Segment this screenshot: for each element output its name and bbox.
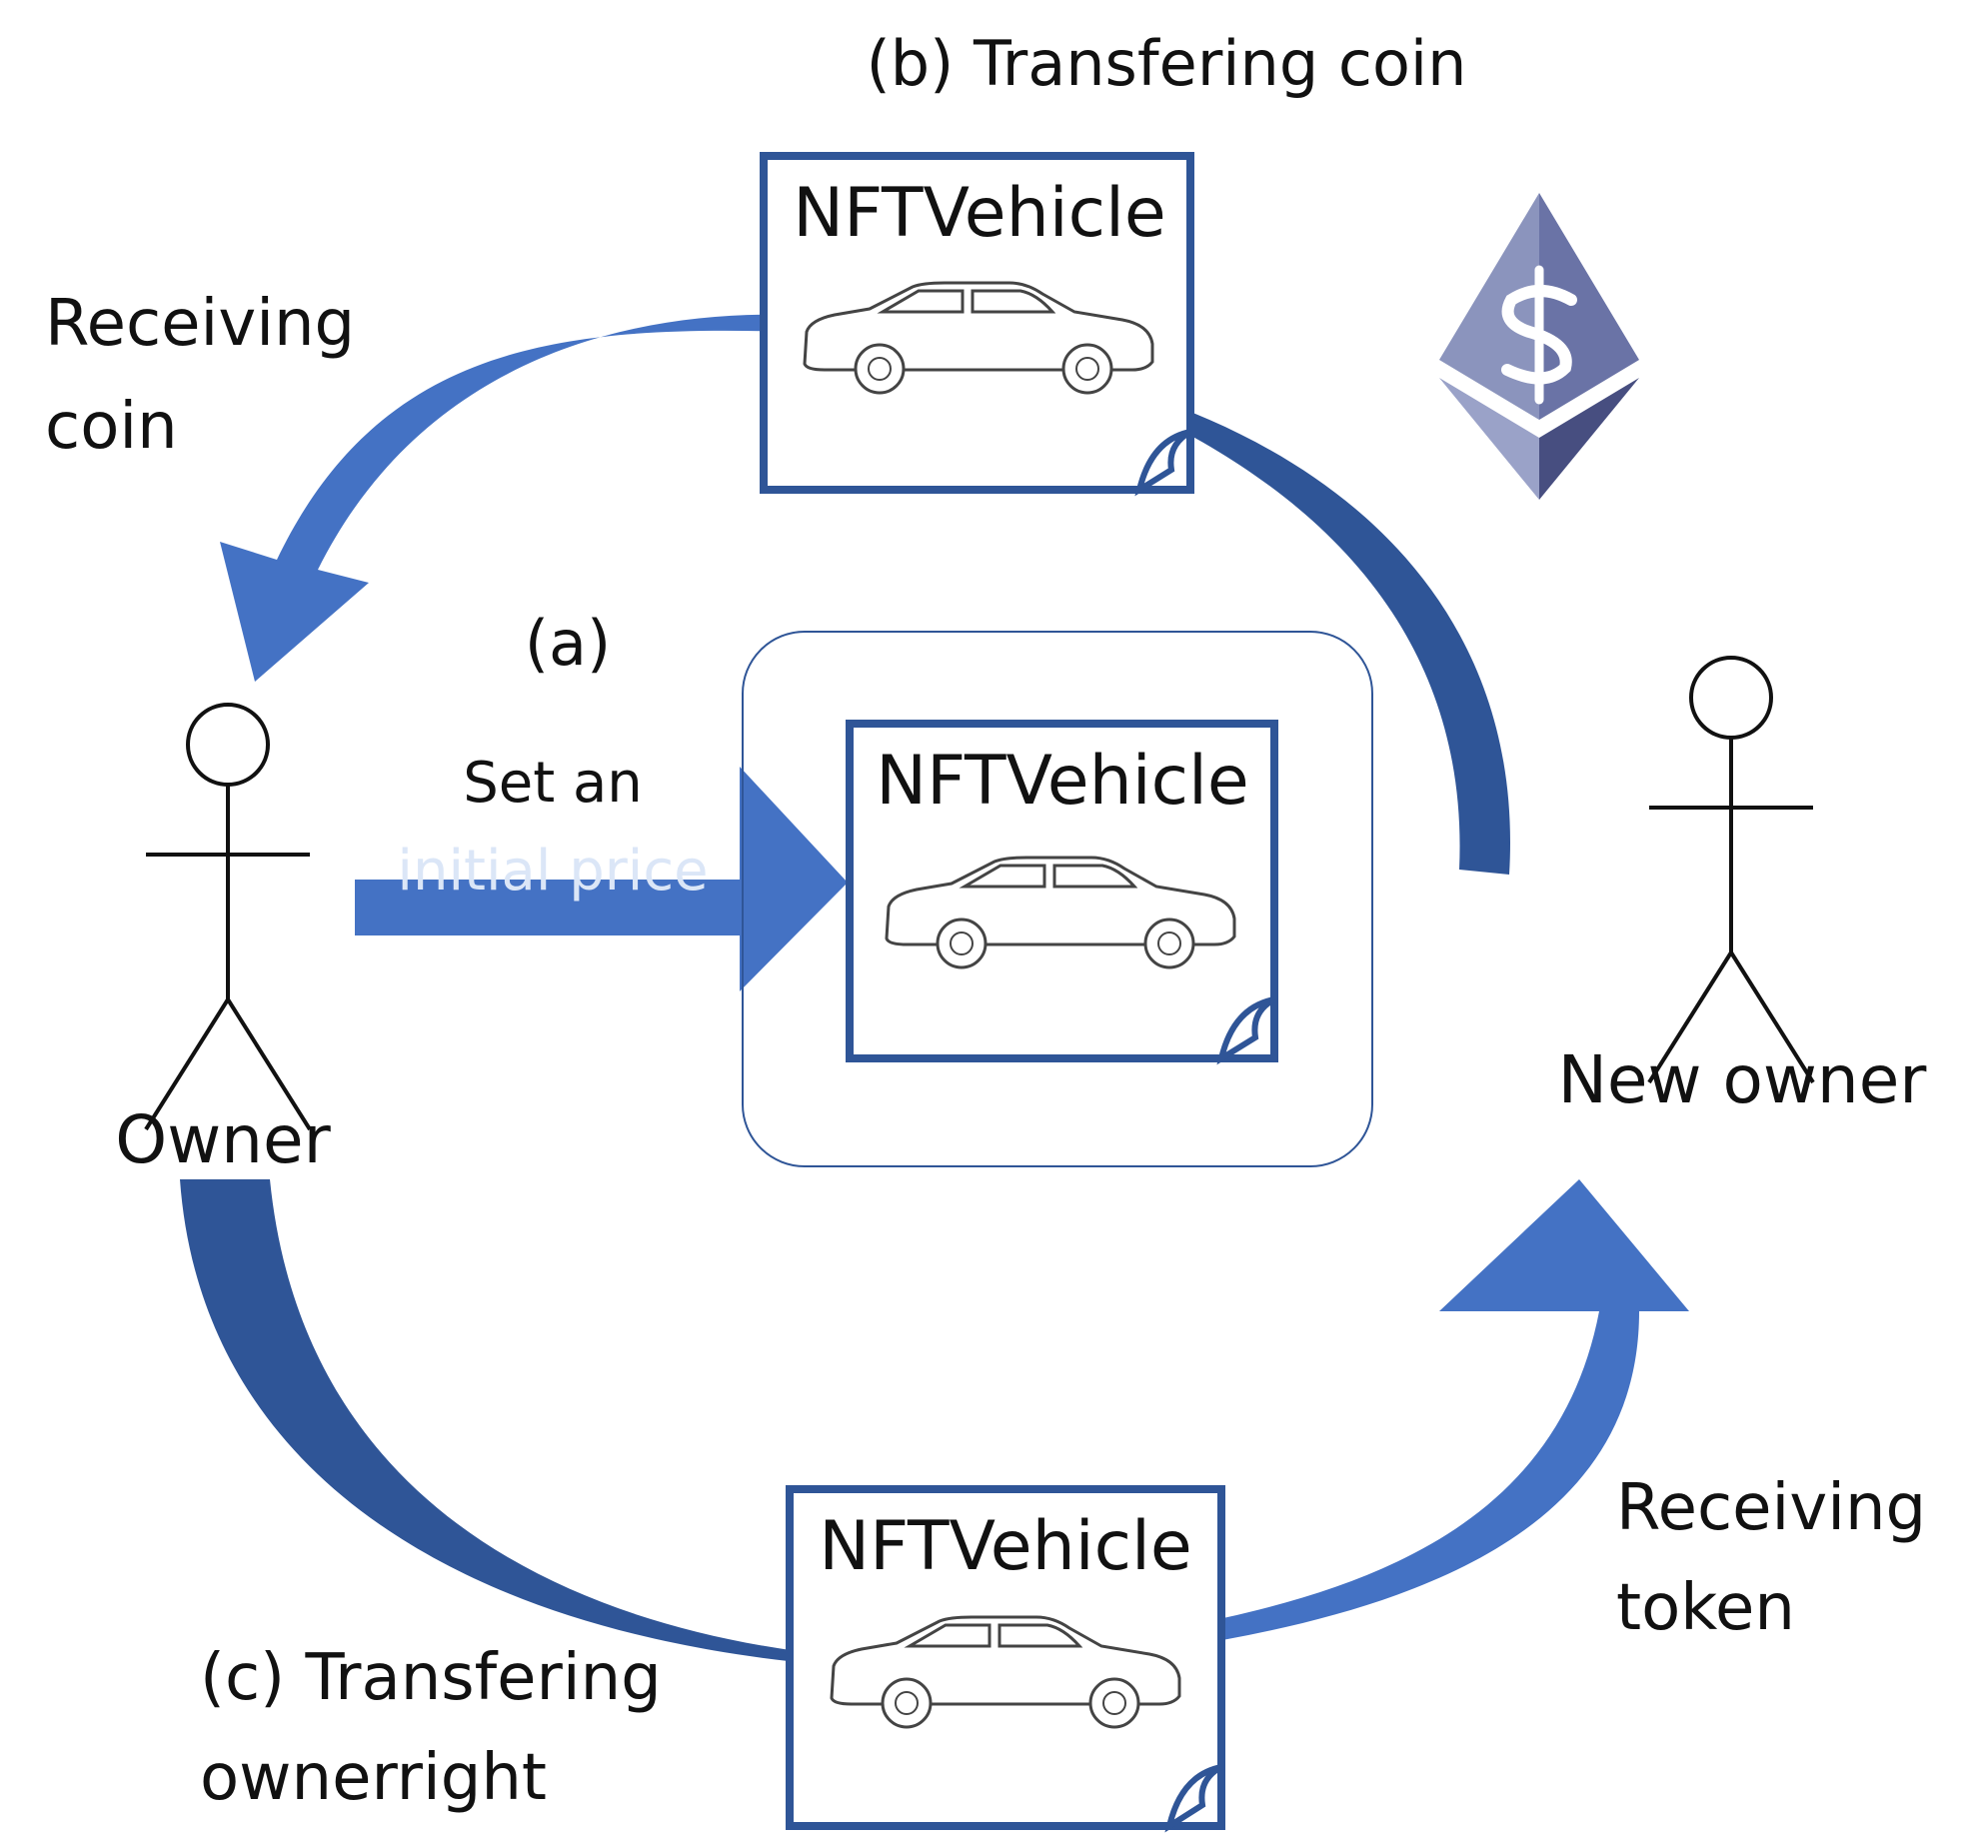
nft-token-transfer-coin: NFTVehicle: [760, 152, 1194, 497]
receiving-coin-label-line1: Receiving: [45, 287, 355, 361]
set-price-label-line1: Set an: [463, 751, 643, 816]
set-price-arrow: [355, 767, 848, 991]
owner-stick-figure-icon: [144, 703, 312, 1131]
token-title: NFTVehicle: [876, 742, 1249, 821]
listing-panel: [742, 631, 1373, 1167]
page-curl-icon: [1134, 429, 1192, 497]
set-price-label-line2: initial price: [397, 839, 708, 904]
token-title: NFTVehicle: [793, 174, 1166, 253]
receiving-coin-arrow: [220, 314, 793, 682]
transferring-ownerright-arrow: [180, 1179, 820, 1664]
page-curl-icon: [1216, 996, 1276, 1065]
step-a-label: (a): [525, 607, 611, 680]
transfer-ownerright-label-line2: ownerright: [200, 1741, 547, 1815]
page-curl-icon: [1164, 1764, 1223, 1833]
transfer-ownerright-label-line1: (c) Transfering: [200, 1641, 662, 1715]
nft-token-transfer-ownerright: NFTVehicle: [786, 1485, 1225, 1833]
transfer-coin-label: (b) Transfering coin: [867, 27, 1467, 100]
receiving-coin-label-line2: coin: [45, 390, 178, 464]
nft-token-listed: NFTVehicle: [846, 720, 1278, 1065]
owner-label: Owner: [115, 1101, 331, 1178]
receiving-token-arrow: [1179, 1179, 1689, 1647]
new-owner-label: New owner: [1558, 1041, 1928, 1118]
receiving-token-label-line1: Receiving: [1616, 1471, 1926, 1545]
new-owner-stick-figure-icon: [1647, 656, 1815, 1084]
receiving-token-label-line2: token: [1616, 1571, 1795, 1645]
ethereum-dollar-icon: [1439, 193, 1639, 500]
transferring-coin-arrow: [1144, 395, 1511, 875]
token-title: NFTVehicle: [819, 1507, 1192, 1586]
